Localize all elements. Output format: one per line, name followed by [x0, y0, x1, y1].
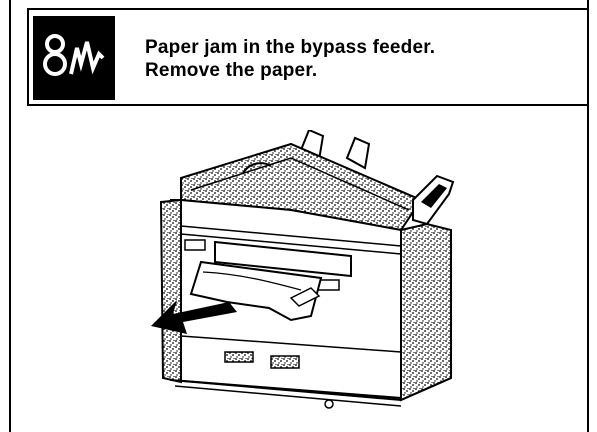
paper-jam-code-icon [33, 16, 115, 100]
alert-message-line2: Remove the paper. [145, 59, 435, 82]
alert-message: Paper jam in the bypass feeder. Remove t… [145, 36, 435, 82]
control-panel [413, 176, 453, 224]
alert-message-line1: Paper jam in the bypass feeder. [145, 36, 435, 59]
printer-bypass-feeder-jam-illustration [151, 130, 471, 410]
printer-side-panel [401, 224, 451, 400]
display-screen: Paper jam in the bypass feeder. Remove t… [9, 0, 589, 432]
alert-panel: Paper jam in the bypass feeder. Remove t… [27, 8, 589, 106]
